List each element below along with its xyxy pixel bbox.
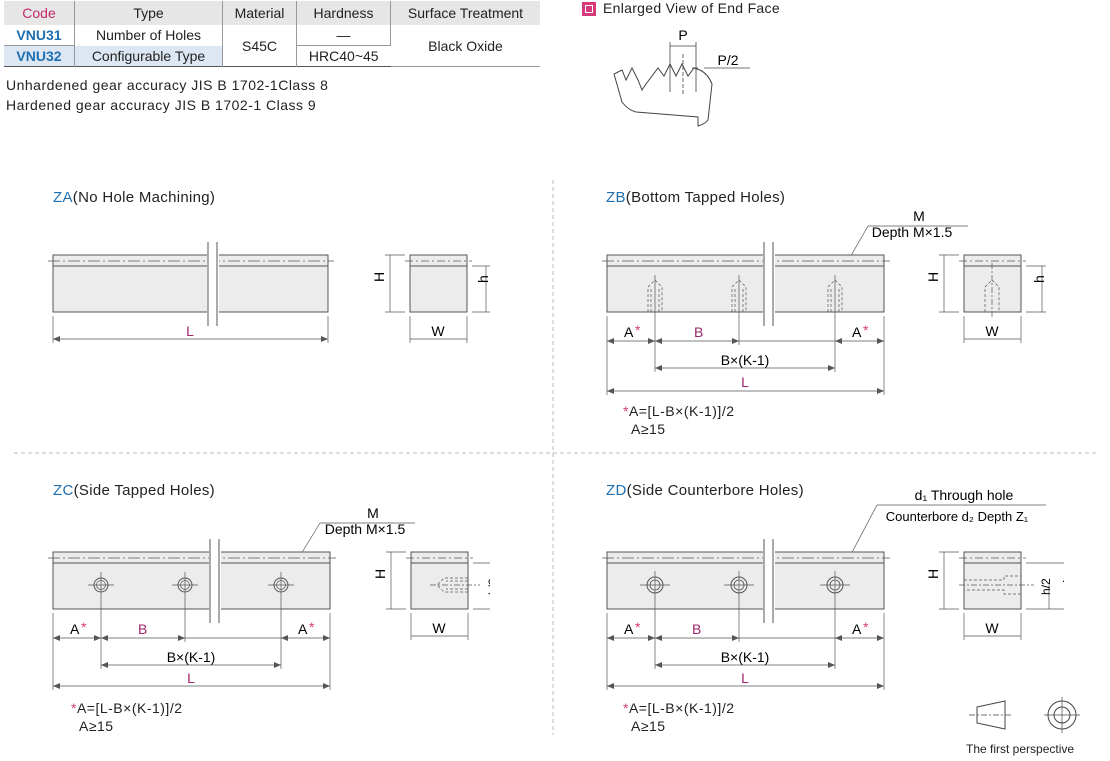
code-vnu32: VNU32 (4, 45, 75, 67)
svg-text:B: B (694, 324, 703, 340)
zd-drawing: d₁ Through hole Counterbore d₂ Depth Z₁ … (602, 487, 1064, 690)
za-drawing: L H h W (48, 242, 490, 343)
type-number-of-holes: Number of Holes (74, 25, 223, 46)
svg-text:B: B (692, 621, 701, 637)
end-face-p2-label: P/2 (717, 52, 738, 68)
hardness-value: HRC40~45 (308, 48, 379, 64)
svg-text:H: H (925, 272, 941, 282)
hardness-none: — (296, 25, 391, 46)
svg-text:Depth M×1.5: Depth M×1.5 (325, 521, 406, 537)
svg-text:h: h (1031, 275, 1047, 283)
svg-text:H: H (372, 569, 388, 579)
svg-text:h: h (475, 275, 490, 283)
svg-text:h: h (1060, 575, 1064, 583)
svg-text:Counterbore d₂ Depth Z₁: Counterbore d₂ Depth Z₁ (886, 509, 1029, 524)
svg-text:A: A (70, 621, 80, 637)
svg-text:A: A (624, 621, 634, 637)
svg-text:W: W (432, 620, 446, 636)
svg-text:Depth M×1.5: Depth M×1.5 (872, 224, 953, 240)
svg-text:B×(K-1): B×(K-1) (167, 649, 216, 665)
svg-text:M: M (913, 208, 925, 224)
zd-a15: A≥15 (631, 718, 666, 734)
first-perspective-label: The first perspective (966, 742, 1075, 756)
marker-square-icon (582, 2, 596, 16)
svg-text:A: A (624, 324, 634, 340)
zb-formula: *A=[L-B×(K-1)]/2 (623, 403, 735, 419)
section-title-zd: ZD(Side Counterbore Holes) (606, 482, 804, 499)
svg-text:H: H (925, 569, 941, 579)
zc-drawing: M Depth M×1.5 A* B A* B×(K-1) L H h h/2 … (48, 505, 490, 690)
section-title-zb: ZB(Bottom Tapped Holes) (606, 189, 786, 206)
section-title-za: ZA(No Hole Machining) (53, 189, 216, 206)
svg-text:A: A (298, 621, 308, 637)
spec-table: Code Type Material Hardness Surface Trea… (4, 1, 540, 67)
note-unhardened: Unhardened gear accuracy JIS B 1702-1Cla… (6, 77, 329, 93)
header-code: Code (4, 1, 75, 25)
type-configurable: Configurable Type (74, 45, 223, 67)
svg-text:W: W (985, 323, 999, 339)
za-l-label: L (186, 323, 194, 339)
svg-text:d₁ Through hole: d₁ Through hole (915, 487, 1014, 503)
zb-drawing: M Depth M×1.5 A* B A* B×(K-1) L H h W (602, 208, 1047, 395)
header-type: Type (74, 1, 223, 25)
svg-text:*: * (309, 619, 315, 635)
end-face-p-label: P (678, 27, 687, 43)
svg-text:B×(K-1): B×(K-1) (721, 352, 770, 368)
header-surface: Surface Treatment (390, 1, 540, 25)
svg-text:*: * (635, 322, 641, 338)
header-material: Material (222, 1, 297, 25)
svg-text:H: H (371, 272, 387, 282)
svg-text:M: M (367, 505, 379, 521)
svg-text:h/2: h/2 (486, 578, 490, 595)
svg-text:W: W (985, 620, 999, 636)
section-title-zc: ZC(Side Tapped Holes) (53, 482, 215, 499)
svg-text:L: L (187, 670, 195, 686)
end-face-title: Enlarged View of End Face (603, 0, 780, 16)
zb-a15: A≥15 (631, 421, 666, 437)
end-face-drawing: P P/2 (613, 27, 750, 127)
code-vnu31: VNU31 (4, 25, 75, 46)
svg-text:*: * (635, 619, 641, 635)
svg-text:L: L (741, 670, 749, 686)
svg-text:W: W (431, 323, 445, 339)
svg-text:B×(K-1): B×(K-1) (721, 649, 770, 665)
svg-text:A: A (852, 324, 862, 340)
zd-formula: *A=[L-B×(K-1)]/2 (623, 700, 735, 716)
svg-text:B: B (138, 621, 147, 637)
material-value: S45C (222, 25, 297, 67)
svg-text:h/2: h/2 (1039, 578, 1053, 595)
svg-text:A: A (852, 621, 862, 637)
zc-formula: *A=[L-B×(K-1)]/2 (71, 700, 183, 716)
header-hardness: Hardness (296, 1, 391, 25)
svg-text:*: * (81, 619, 87, 635)
svg-text:*: * (863, 619, 869, 635)
zc-a15: A≥15 (79, 718, 114, 734)
first-perspective-icon (969, 697, 1080, 733)
note-hardened: Hardened gear accuracy JIS B 1702-1 Clas… (6, 97, 317, 113)
svg-text:L: L (741, 374, 749, 390)
surface-value: Black Oxide (390, 25, 540, 67)
svg-text:*: * (863, 322, 869, 338)
